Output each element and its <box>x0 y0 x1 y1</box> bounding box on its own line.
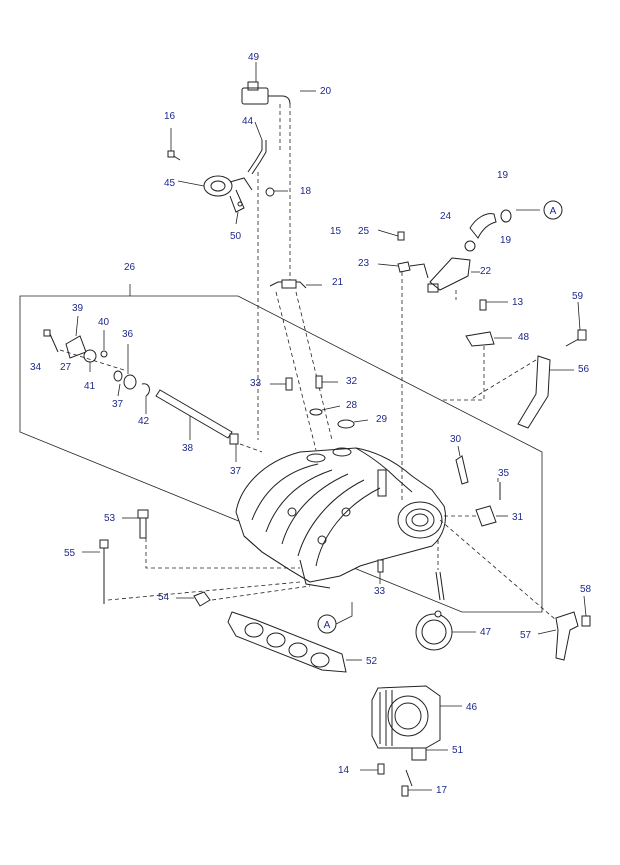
callout-20: 20 <box>320 86 332 97</box>
callout-25: 25 <box>358 226 370 237</box>
left-parts-group <box>43 315 239 462</box>
bracket-57 <box>537 595 591 661</box>
callout-37-left: 37 <box>112 399 124 410</box>
vacuum-switch-assembly <box>167 62 316 225</box>
callout-18: 18 <box>300 186 312 197</box>
throttle-gasket <box>415 571 476 651</box>
bracket-48 <box>465 299 512 347</box>
callout-26: 26 <box>124 262 136 273</box>
callout-24: 24 <box>440 211 452 222</box>
callout-23: 23 <box>358 258 370 269</box>
sensor-hose-assembly <box>377 209 540 293</box>
callout-30: 30 <box>450 434 462 445</box>
svg-text:A: A <box>324 620 331 631</box>
callout-52: 52 <box>366 656 378 667</box>
callout-57: 57 <box>520 630 532 641</box>
throttle-body <box>371 685 462 761</box>
callout-29: 29 <box>376 414 388 425</box>
reference-a-top: A <box>543 200 563 220</box>
callout-21: 21 <box>332 277 344 288</box>
callout-51: 51 <box>452 745 464 756</box>
callout-13: 13 <box>512 297 524 308</box>
svg-text:A: A <box>550 206 557 217</box>
bolts-left <box>82 509 384 607</box>
manifold-gasket <box>227 611 362 673</box>
callout-36: 36 <box>122 329 134 340</box>
callout-47: 47 <box>480 627 492 638</box>
callout-49: 49 <box>248 52 260 63</box>
assembly-outline <box>19 284 543 613</box>
callout-28: 28 <box>346 400 358 411</box>
callout-32: 32 <box>346 376 358 387</box>
callout-53: 53 <box>104 513 116 524</box>
callout-33-upper: 33 <box>250 378 262 389</box>
callout-45: 45 <box>164 178 176 189</box>
callout-41: 41 <box>84 381 96 392</box>
callout-38: 38 <box>182 443 194 454</box>
callout-22: 22 <box>480 266 492 277</box>
callout-55: 55 <box>64 548 76 559</box>
callout-19-bottom: 19 <box>500 235 512 246</box>
bracket-56 <box>517 301 587 429</box>
fittings-33-32 <box>270 375 338 391</box>
callout-58: 58 <box>580 584 592 595</box>
callout-labels: 49 20 16 44 45 18 50 19 24 19 15 25 23 2… <box>30 52 592 796</box>
callout-44: 44 <box>242 116 254 127</box>
pipe-fitting-21 <box>269 279 322 289</box>
callout-50: 50 <box>230 231 242 242</box>
throttle-flange <box>397 501 443 539</box>
callout-54: 54 <box>158 592 170 603</box>
callout-42: 42 <box>138 416 150 427</box>
callout-19-top: 19 <box>497 170 509 181</box>
callout-33-lower: 33 <box>374 586 386 597</box>
callout-16: 16 <box>164 111 176 122</box>
callout-31: 31 <box>512 512 524 523</box>
callout-27: 27 <box>60 362 72 373</box>
intake-manifold <box>235 447 446 589</box>
callout-35: 35 <box>498 468 510 479</box>
callout-34: 34 <box>30 362 42 373</box>
callout-17: 17 <box>436 785 448 796</box>
reference-a-bottom: A <box>317 602 353 634</box>
callout-15: 15 <box>330 226 342 237</box>
bolts-bottom <box>360 763 432 797</box>
callout-14: 14 <box>338 765 350 776</box>
callout-39: 39 <box>72 303 84 314</box>
sensor-group-30-31 <box>455 445 508 527</box>
callout-56: 56 <box>578 364 590 375</box>
callout-48: 48 <box>518 332 530 343</box>
callout-59: 59 <box>572 291 584 302</box>
callout-40: 40 <box>98 317 110 328</box>
callout-37-right: 37 <box>230 466 242 477</box>
callout-46: 46 <box>466 702 478 713</box>
caps-28-29 <box>309 405 369 429</box>
